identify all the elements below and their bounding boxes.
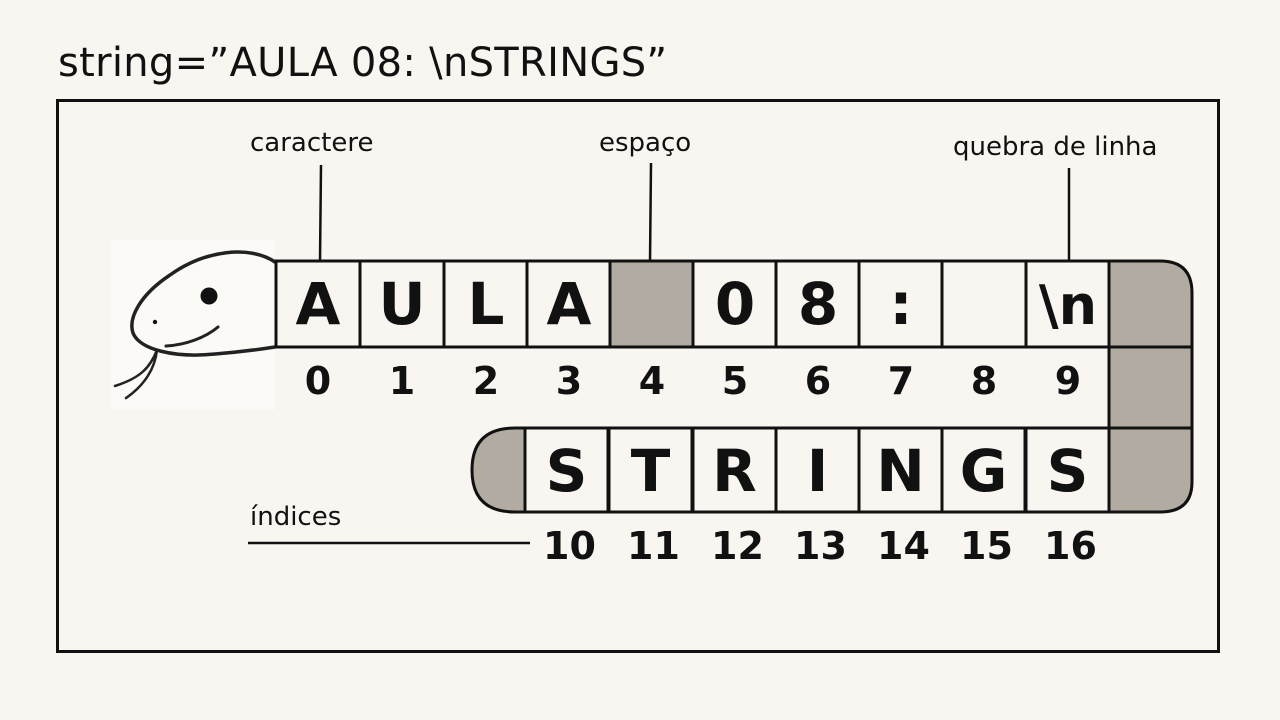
space-cell: [608, 259, 696, 349]
char-cell: [691, 426, 778, 514]
pointer-space: [648, 162, 653, 263]
char-cell: [857, 426, 944, 514]
cell-char: A: [547, 270, 592, 338]
cell-char: :: [889, 270, 912, 338]
cell-char: I: [807, 437, 829, 505]
cell-char: S: [546, 437, 588, 505]
cell-char: \n: [1039, 274, 1097, 337]
char-cell: [940, 259, 1028, 349]
cell-char: A: [296, 270, 341, 338]
cell-char: R: [712, 437, 757, 505]
page-title: string=”AULA 08: \nSTRINGS”: [58, 40, 668, 86]
cell-char: 0: [715, 270, 755, 338]
index-label: 14: [877, 524, 930, 568]
index-label: 0: [305, 359, 331, 403]
bend-bottom-cell: [1107, 426, 1194, 514]
row2-indices: 10 11 12 13 14 15 16: [543, 524, 1097, 568]
index-label: 7: [888, 359, 914, 403]
char-cell: [1024, 259, 1112, 349]
cell-char: S: [1047, 437, 1089, 505]
cell-char: U: [378, 270, 425, 338]
char-cell: [857, 259, 945, 349]
char-cell: [607, 426, 694, 514]
char-cell: [358, 259, 446, 349]
index-label: 3: [556, 359, 582, 403]
cell-char: T: [631, 437, 671, 505]
char-cell: [940, 426, 1027, 514]
tail-cap: [470, 426, 527, 514]
label-character: caractere: [250, 128, 373, 158]
index-label: 8: [971, 359, 997, 403]
row1-indices: 0 1 2 3 4 5 6 7 8 9: [305, 359, 1081, 403]
index-label: 15: [960, 524, 1013, 568]
char-cell: [774, 426, 861, 514]
char-cell: [691, 259, 779, 349]
turn-shapes: [470, 259, 1194, 514]
char-cell: [523, 426, 610, 514]
index-label: 16: [1044, 524, 1097, 568]
char-cell: [774, 259, 862, 349]
index-label: 2: [473, 359, 499, 403]
pointer-character: [318, 164, 323, 263]
bend-top-cell: [1107, 259, 1194, 349]
cell-char: 8: [798, 270, 838, 338]
diagram-frame: [56, 99, 1220, 653]
label-space: espaço: [599, 128, 691, 158]
char-cell: [1024, 426, 1111, 514]
cell-char: G: [960, 437, 1008, 505]
label-indices: índices: [250, 502, 341, 532]
char-cell: [525, 259, 613, 349]
bend-middle-cell: [1107, 345, 1194, 430]
cell-char: N: [876, 437, 925, 505]
snake-head-icon: [110, 240, 277, 410]
index-label: 9: [1055, 359, 1081, 403]
char-cell: [274, 259, 362, 349]
index-label: 10: [543, 524, 596, 568]
cell-char: L: [468, 270, 505, 338]
index-label: 1: [389, 359, 415, 403]
index-label: 6: [805, 359, 831, 403]
index-label: 4: [639, 359, 665, 403]
index-label: 12: [711, 524, 764, 568]
index-label: 5: [722, 359, 748, 403]
index-label: 13: [794, 524, 847, 568]
index-label: 11: [627, 524, 680, 568]
label-newline: quebra de linha: [953, 132, 1157, 162]
